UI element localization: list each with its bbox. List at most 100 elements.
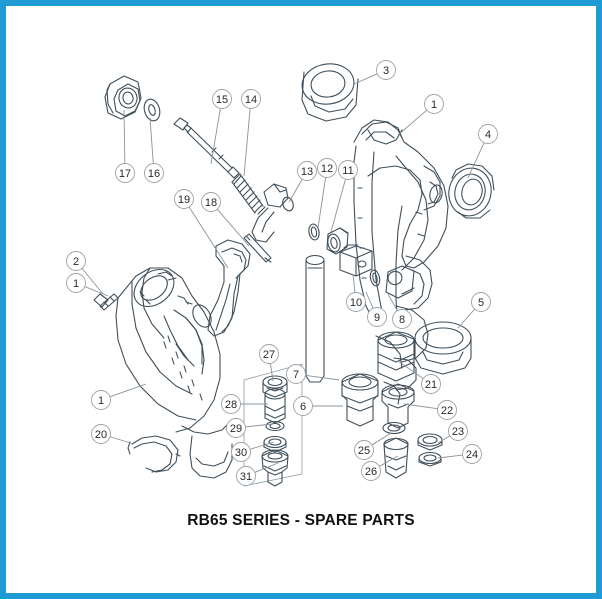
callout-30[interactable]: 30 <box>231 442 251 462</box>
callout-circle <box>317 158 337 178</box>
callout-8[interactable]: 8 <box>392 309 412 329</box>
part-14-spring <box>231 173 266 215</box>
callout-21[interactable]: 21 <box>421 374 441 394</box>
callout-29[interactable]: 29 <box>226 418 246 438</box>
part-7-tube <box>305 254 325 383</box>
callout-circle <box>361 461 381 481</box>
leader-line-11 <box>330 179 346 233</box>
callout-5[interactable]: 5 <box>471 292 491 312</box>
part-23-washer <box>417 433 443 451</box>
callout-11[interactable]: 11 <box>338 160 358 180</box>
callout-number: 10 <box>350 297 362 309</box>
callout-circle <box>421 374 441 394</box>
callout-15[interactable]: 15 <box>212 89 232 109</box>
callout-number: 5 <box>478 297 484 309</box>
callout-number: 1 <box>98 395 104 407</box>
callout-4[interactable]: 4 <box>478 124 498 144</box>
callout-20[interactable]: 20 <box>91 424 111 444</box>
callout-16[interactable]: 16 <box>144 163 164 183</box>
leader-line-17 <box>123 109 126 164</box>
callout-12[interactable]: 12 <box>317 158 337 178</box>
leader-line-29 <box>245 423 273 428</box>
callout-14[interactable]: 14 <box>241 89 261 109</box>
leader-line-8 <box>387 293 398 311</box>
callout-circle <box>354 440 374 460</box>
callout-circle <box>437 400 457 420</box>
callout-number: 2 <box>73 256 79 268</box>
part-8-sleeve <box>385 265 415 299</box>
callout-number: 25 <box>358 445 370 457</box>
leader-line-1 <box>397 109 428 136</box>
part-22-hex-nut <box>381 383 415 429</box>
callout-circle <box>367 307 387 327</box>
callout-number: 21 <box>425 379 437 391</box>
callout-10[interactable]: 10 <box>346 292 366 312</box>
callout-number: 6 <box>300 401 306 413</box>
callout-19[interactable]: 19 <box>174 189 194 209</box>
part-21-fitting <box>377 331 415 382</box>
callout-number: 22 <box>441 405 453 417</box>
callout-26[interactable]: 26 <box>361 461 381 481</box>
leader-line-23 <box>437 435 451 444</box>
part-13-valve-body <box>251 183 294 243</box>
callout-number: 11 <box>342 165 353 177</box>
callout-circle <box>376 60 396 80</box>
callout-number: 18 <box>205 197 217 209</box>
callout-1[interactable]: 1 <box>424 94 444 114</box>
frame-border-left <box>0 0 6 599</box>
callout-number: 27 <box>263 349 275 361</box>
callout-25[interactable]: 25 <box>354 440 374 460</box>
callout-bubbles: 1112345678910111213141516171819202122232… <box>66 60 498 486</box>
callout-24[interactable]: 24 <box>462 444 482 464</box>
leader-line-12 <box>317 177 327 229</box>
callout-number: 20 <box>95 429 107 441</box>
callout-1c[interactable]: 1 <box>91 390 111 410</box>
callout-number: 15 <box>216 94 228 106</box>
callout-6[interactable]: 6 <box>293 396 313 416</box>
callout-number: 19 <box>178 194 190 206</box>
callout-number: 17 <box>119 168 131 180</box>
callout-7[interactable]: 7 <box>286 364 306 384</box>
part-26-nipple <box>383 437 409 479</box>
part-10-block-fitting <box>339 244 373 277</box>
callout-circle <box>66 273 86 293</box>
callout-circle <box>293 396 313 416</box>
part-17-cap-nut <box>104 75 142 120</box>
leader-line-24 <box>437 454 463 459</box>
part-1-gun-body-right <box>353 119 449 405</box>
callout-1b[interactable]: 1 <box>66 273 86 293</box>
callout-17[interactable]: 17 <box>115 163 135 183</box>
callout-circle <box>297 161 317 181</box>
callout-18[interactable]: 18 <box>201 192 221 212</box>
part-12-oring <box>308 223 320 241</box>
callout-circle <box>91 424 111 444</box>
callout-number: 9 <box>374 312 380 324</box>
callout-circle <box>241 89 261 109</box>
part-19-trigger <box>207 239 251 337</box>
leader-line-31 <box>254 462 279 473</box>
callout-circle <box>201 192 221 212</box>
callout-13[interactable]: 13 <box>297 161 317 181</box>
part-15-valve-rod <box>173 117 240 179</box>
part-5-cap <box>414 321 472 375</box>
leader-line-3 <box>353 73 378 85</box>
callout-number: 26 <box>365 466 377 478</box>
part-2-screw <box>93 293 119 311</box>
leader-line-26 <box>379 455 399 467</box>
callout-28[interactable]: 28 <box>221 394 241 414</box>
callout-9[interactable]: 9 <box>367 307 387 327</box>
callout-31[interactable]: 31 <box>236 466 256 486</box>
callout-22[interactable]: 22 <box>437 400 457 420</box>
callout-3[interactable]: 3 <box>376 60 396 80</box>
callout-circle <box>174 189 194 209</box>
leader-line-7 <box>305 374 340 381</box>
part-1-gun-body-left <box>115 267 233 479</box>
callout-number: 7 <box>293 369 299 381</box>
callout-23[interactable]: 23 <box>448 421 468 441</box>
callout-27[interactable]: 27 <box>259 344 279 364</box>
callout-2[interactable]: 2 <box>66 251 86 271</box>
callout-number: 16 <box>148 168 160 180</box>
callout-number: 8 <box>399 314 405 326</box>
callout-number: 1 <box>431 99 437 111</box>
leader-line-2 <box>81 268 104 295</box>
